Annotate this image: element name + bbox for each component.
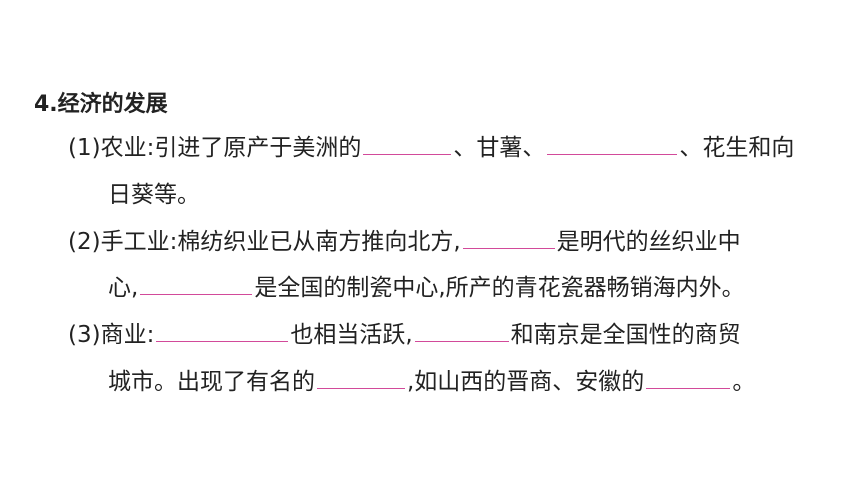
item-3-line-2: 城市。出现了有名的,如山西的晋商、安徽的。: [108, 369, 756, 395]
item-2-line-1: (2)手工业:棉纺织业已从南方推向北方,是明代的丝织业中: [68, 229, 741, 255]
blank-1[interactable]: [363, 153, 452, 155]
section-title: 4.经济的发展: [34, 92, 168, 117]
blank-7[interactable]: [317, 387, 405, 389]
item-1-line-1: (1)农业:引进了原产于美洲的、甘薯、、花生和向: [68, 135, 795, 161]
blank-6[interactable]: [414, 340, 509, 342]
item-2-number: (2): [68, 229, 101, 255]
blank-8[interactable]: [646, 387, 731, 389]
blank-2[interactable]: [547, 153, 678, 155]
item-3-line-1: (3)商业:也相当活跃,和南京是全国性的商贸: [68, 322, 741, 348]
blank-3[interactable]: [462, 247, 555, 249]
blank-4[interactable]: [140, 293, 253, 295]
item-3-number: (3): [68, 322, 101, 348]
item-1-number: (1): [68, 135, 101, 161]
item-1-line-2: 日葵等。: [108, 182, 200, 208]
blank-5[interactable]: [156, 340, 289, 342]
item-2-line-2: 心,是全国的制瓷中心,所产的青花瓷器畅销海内外。: [108, 275, 745, 301]
